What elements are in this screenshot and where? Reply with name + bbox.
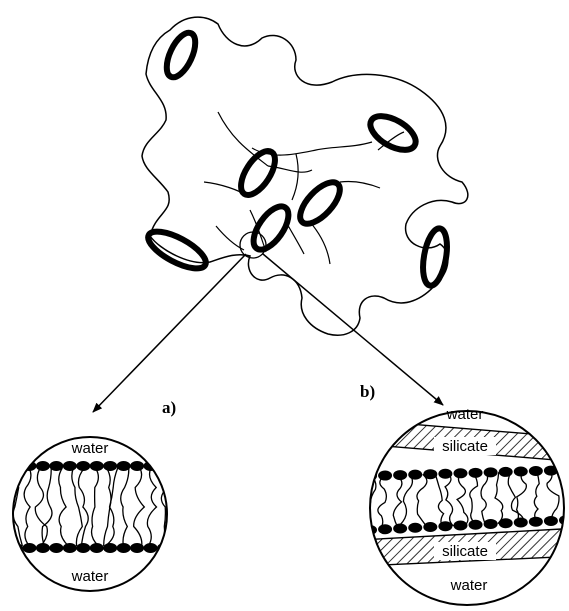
head-group (393, 470, 407, 480)
head-group (529, 466, 543, 476)
head-group (103, 461, 117, 471)
silicate-ring (365, 109, 421, 157)
head-group (423, 469, 437, 479)
head-group (103, 543, 117, 553)
arrow-to-b (263, 254, 443, 405)
fibre (310, 222, 330, 264)
panel-label-a: a) (162, 398, 176, 417)
head-group (559, 465, 569, 475)
head-group (36, 543, 50, 553)
fibre (218, 112, 268, 166)
head-group (63, 461, 77, 471)
head-group (544, 516, 558, 526)
inset-b-bottom-water: water (450, 577, 488, 594)
arrow-to-a (93, 254, 246, 412)
head-group (363, 525, 377, 535)
inset-a-bottom-water: water (71, 568, 109, 585)
inset-a: water water (9, 437, 171, 591)
head-group (469, 520, 483, 530)
head-group (36, 461, 50, 471)
inset-b: silicate silicate water water (360, 406, 569, 605)
head-group (393, 523, 407, 533)
head-group (438, 469, 452, 479)
head-group (453, 468, 467, 478)
inset-b-bottom-silicate: silicate (442, 543, 488, 560)
head-group (438, 521, 452, 531)
head-group (499, 518, 513, 528)
head-group (157, 461, 171, 471)
head-group (144, 543, 158, 553)
head-group (378, 524, 392, 534)
fibre (340, 181, 380, 188)
head-group (22, 543, 36, 553)
head-group (117, 543, 131, 553)
head-group (453, 520, 467, 530)
panel-label-b: b) (360, 382, 375, 401)
head-group (484, 467, 498, 477)
head-group (9, 461, 23, 471)
head-group (408, 523, 422, 533)
head-group (76, 543, 90, 553)
head-group (529, 517, 543, 527)
head-group (76, 461, 90, 471)
head-group (514, 466, 528, 476)
silicate-ring (293, 176, 346, 230)
head-group (408, 470, 422, 480)
head-group (49, 461, 63, 471)
silicate-ring (161, 29, 201, 82)
inset-b-top-silicate: silicate (442, 438, 488, 455)
silicate-ring (143, 224, 211, 275)
head-group (469, 468, 483, 478)
head-group (499, 467, 513, 477)
head-group (90, 543, 104, 553)
head-group (378, 471, 392, 481)
inset-a-top-water: water (71, 440, 109, 457)
head-group (90, 461, 104, 471)
head-group (423, 522, 437, 532)
silicate-ring (419, 227, 451, 288)
inset-b-top-water: water (446, 406, 484, 423)
head-group (49, 543, 63, 553)
silicate-ring (234, 145, 281, 200)
head-group (130, 461, 144, 471)
head-group (484, 519, 498, 529)
fibre (292, 154, 298, 200)
head-group (63, 543, 77, 553)
head-group (117, 461, 131, 471)
silicate-ring (247, 201, 295, 256)
head-group (130, 543, 144, 553)
head-group (514, 517, 528, 527)
